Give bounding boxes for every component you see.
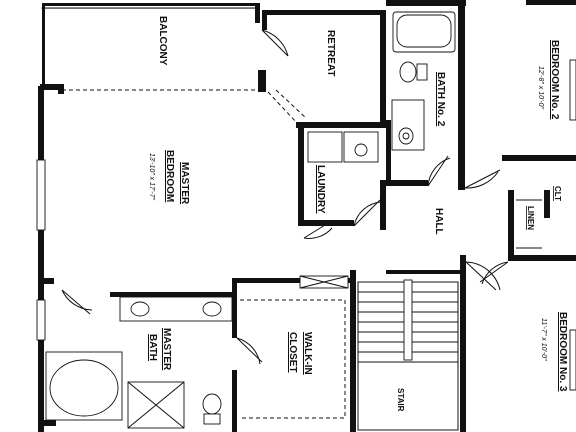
bedroom3-label: BEDROOM No. 3 — [557, 312, 568, 392]
dashed-openings — [62, 89, 346, 419]
master-bedroom-label-1: MASTER — [179, 162, 190, 205]
hall-label: HALL — [433, 208, 444, 235]
bath2-label: BATH No. 2 — [435, 72, 446, 127]
stair-label: STAIR — [396, 388, 405, 412]
fixtures — [45, 11, 542, 429]
bedroom3-dimensions: 11'-7" x 10'-0" — [540, 318, 547, 361]
laundry-label: LAUNDRY — [315, 165, 326, 214]
master-bedroom-dimensions: 13'-10" x 17'-7" — [148, 153, 155, 200]
clt-label: CLT — [553, 186, 562, 201]
doors — [61, 29, 509, 365]
bedroom2-dimensions: 12'-8" x 10'-0" — [537, 66, 544, 110]
bedroom2-label: BEDROOM No. 2 — [549, 40, 560, 120]
retreat-label: RETREAT — [325, 30, 336, 76]
linen-label: LINEN — [526, 206, 535, 230]
stair — [357, 279, 459, 431]
walkin-label-2: CLOSET — [287, 332, 298, 373]
walls — [38, 0, 576, 432]
balcony-label: BALCONY — [157, 16, 168, 66]
master-bath-label-2: BATH — [147, 334, 158, 361]
windows — [36, 59, 576, 391]
walkin-label-1: WALK-IN — [302, 332, 313, 375]
master-bath-label-1: MASTER — [161, 328, 172, 371]
master-bedroom-label-2: BEDROOM — [164, 150, 175, 202]
